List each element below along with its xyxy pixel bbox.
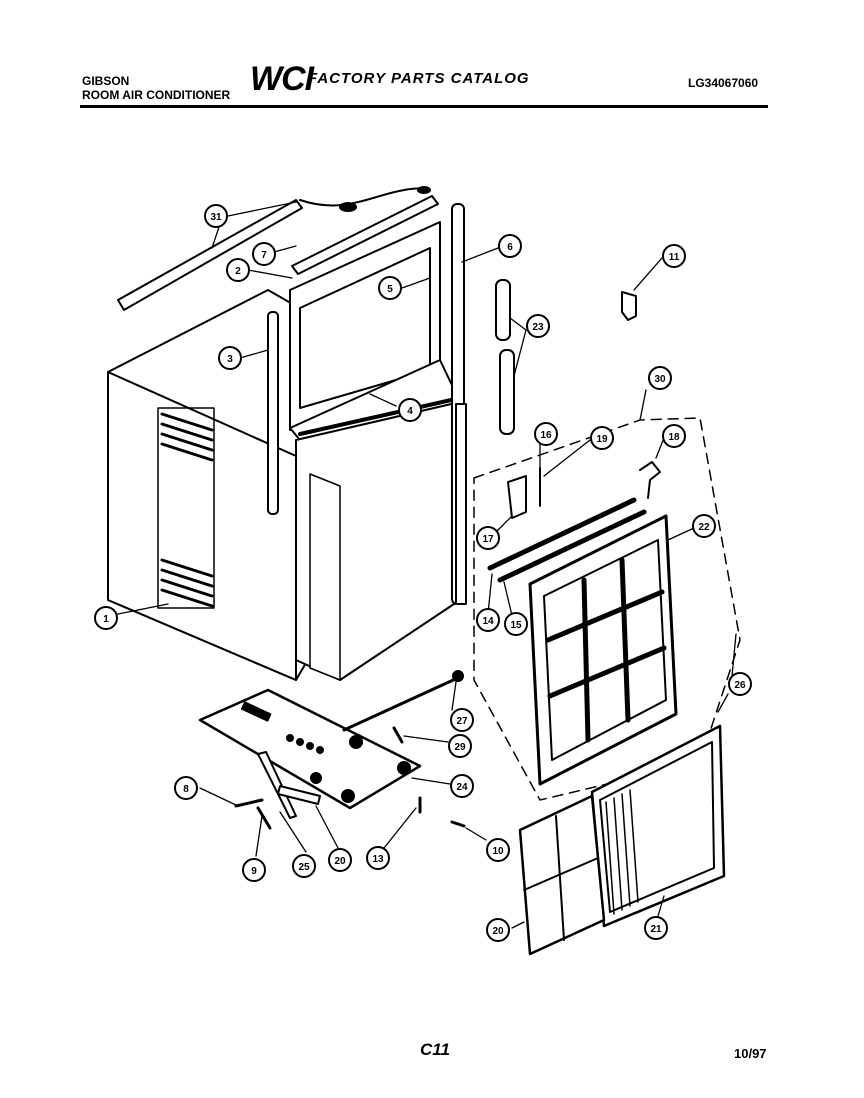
svg-text:16: 16	[540, 430, 552, 441]
svg-text:20: 20	[492, 926, 504, 937]
svg-text:20: 20	[334, 856, 346, 867]
callout-20-base: 20	[328, 848, 352, 872]
bracket-part	[621, 291, 637, 321]
callout-27: 27	[450, 708, 474, 732]
revision-date: 10/97	[734, 1046, 767, 1061]
svg-text:8: 8	[183, 784, 189, 795]
page-code: C11	[420, 1040, 450, 1059]
side-channel-parts	[267, 203, 467, 605]
callout-21: 21	[644, 916, 668, 940]
svg-text:2: 2	[235, 266, 241, 277]
callout-19: 19	[590, 426, 614, 450]
callout-13: 13	[366, 846, 390, 870]
callout-1: 1	[94, 606, 118, 630]
small-bracket-parts	[507, 461, 661, 519]
catalog-title: FACTORY PARTS CATALOG	[308, 70, 530, 87]
svg-text:31: 31	[210, 212, 222, 223]
callout-24: 24	[450, 774, 474, 798]
callout-26: 26	[728, 672, 752, 696]
svg-text:15: 15	[510, 620, 522, 631]
header-rule	[80, 105, 768, 108]
leader-lines	[117, 201, 737, 929]
callout-18: 18	[662, 424, 686, 448]
callout-6: 6	[498, 234, 522, 258]
svg-text:23: 23	[532, 322, 544, 333]
callout-22: 22	[692, 514, 716, 538]
callout-16: 16	[534, 422, 558, 446]
panel-and-filter-parts	[518, 724, 726, 956]
callout-14: 14	[476, 608, 500, 632]
svg-text:22: 22	[698, 522, 710, 533]
svg-text:13: 13	[372, 854, 384, 865]
curtain-strip-parts	[495, 279, 515, 435]
callout-10: 10	[486, 838, 510, 862]
svg-text:27: 27	[456, 716, 468, 727]
callout-7: 7	[252, 242, 276, 266]
callout-20-panel: 20	[486, 918, 510, 942]
svg-text:1: 1	[103, 614, 109, 625]
svg-text:6: 6	[507, 242, 513, 253]
callout-3: 3	[218, 346, 242, 370]
svg-text:9: 9	[251, 866, 257, 877]
svg-text:10: 10	[492, 846, 504, 857]
callout-2: 2	[226, 258, 250, 282]
svg-text:7: 7	[261, 250, 267, 261]
wci-logo: WCI	[250, 60, 314, 98]
svg-text:19: 19	[596, 434, 608, 445]
svg-text:17: 17	[482, 534, 494, 545]
callout-15: 15	[504, 612, 528, 636]
base-pan-part	[198, 670, 466, 830]
callout-29: 29	[448, 734, 472, 758]
svg-text:21: 21	[650, 924, 662, 935]
svg-text:30: 30	[654, 374, 666, 385]
callout-17: 17	[476, 526, 500, 550]
front-frame-part	[289, 221, 462, 681]
svg-text:14: 14	[482, 616, 494, 627]
svg-text:29: 29	[454, 742, 466, 753]
callout-4: 4	[398, 398, 422, 422]
callout-30: 30	[648, 366, 672, 390]
callout-5: 5	[378, 276, 402, 300]
kit-boundary	[473, 417, 741, 801]
svg-text:5: 5	[387, 284, 393, 295]
svg-text:11: 11	[669, 252, 680, 263]
grille-frame-part	[487, 497, 678, 786]
brand-name: GIBSON	[82, 74, 130, 88]
callout-8: 8	[174, 776, 198, 800]
callout-25: 25	[292, 854, 316, 878]
top-rail-part	[117, 186, 439, 311]
callout-11: 11	[662, 244, 686, 268]
svg-text:3: 3	[227, 354, 233, 365]
svg-text:18: 18	[668, 432, 680, 443]
callout-31: 31	[204, 204, 228, 228]
svg-text:26: 26	[734, 680, 746, 691]
product-type: ROOM AIR CONDITIONER	[82, 88, 231, 102]
svg-text:25: 25	[298, 862, 310, 873]
callout-9: 9	[242, 858, 266, 882]
model-number: LG34067060	[688, 76, 759, 90]
svg-text:24: 24	[456, 782, 468, 793]
callout-23: 23	[526, 314, 550, 338]
svg-text:4: 4	[407, 406, 413, 417]
